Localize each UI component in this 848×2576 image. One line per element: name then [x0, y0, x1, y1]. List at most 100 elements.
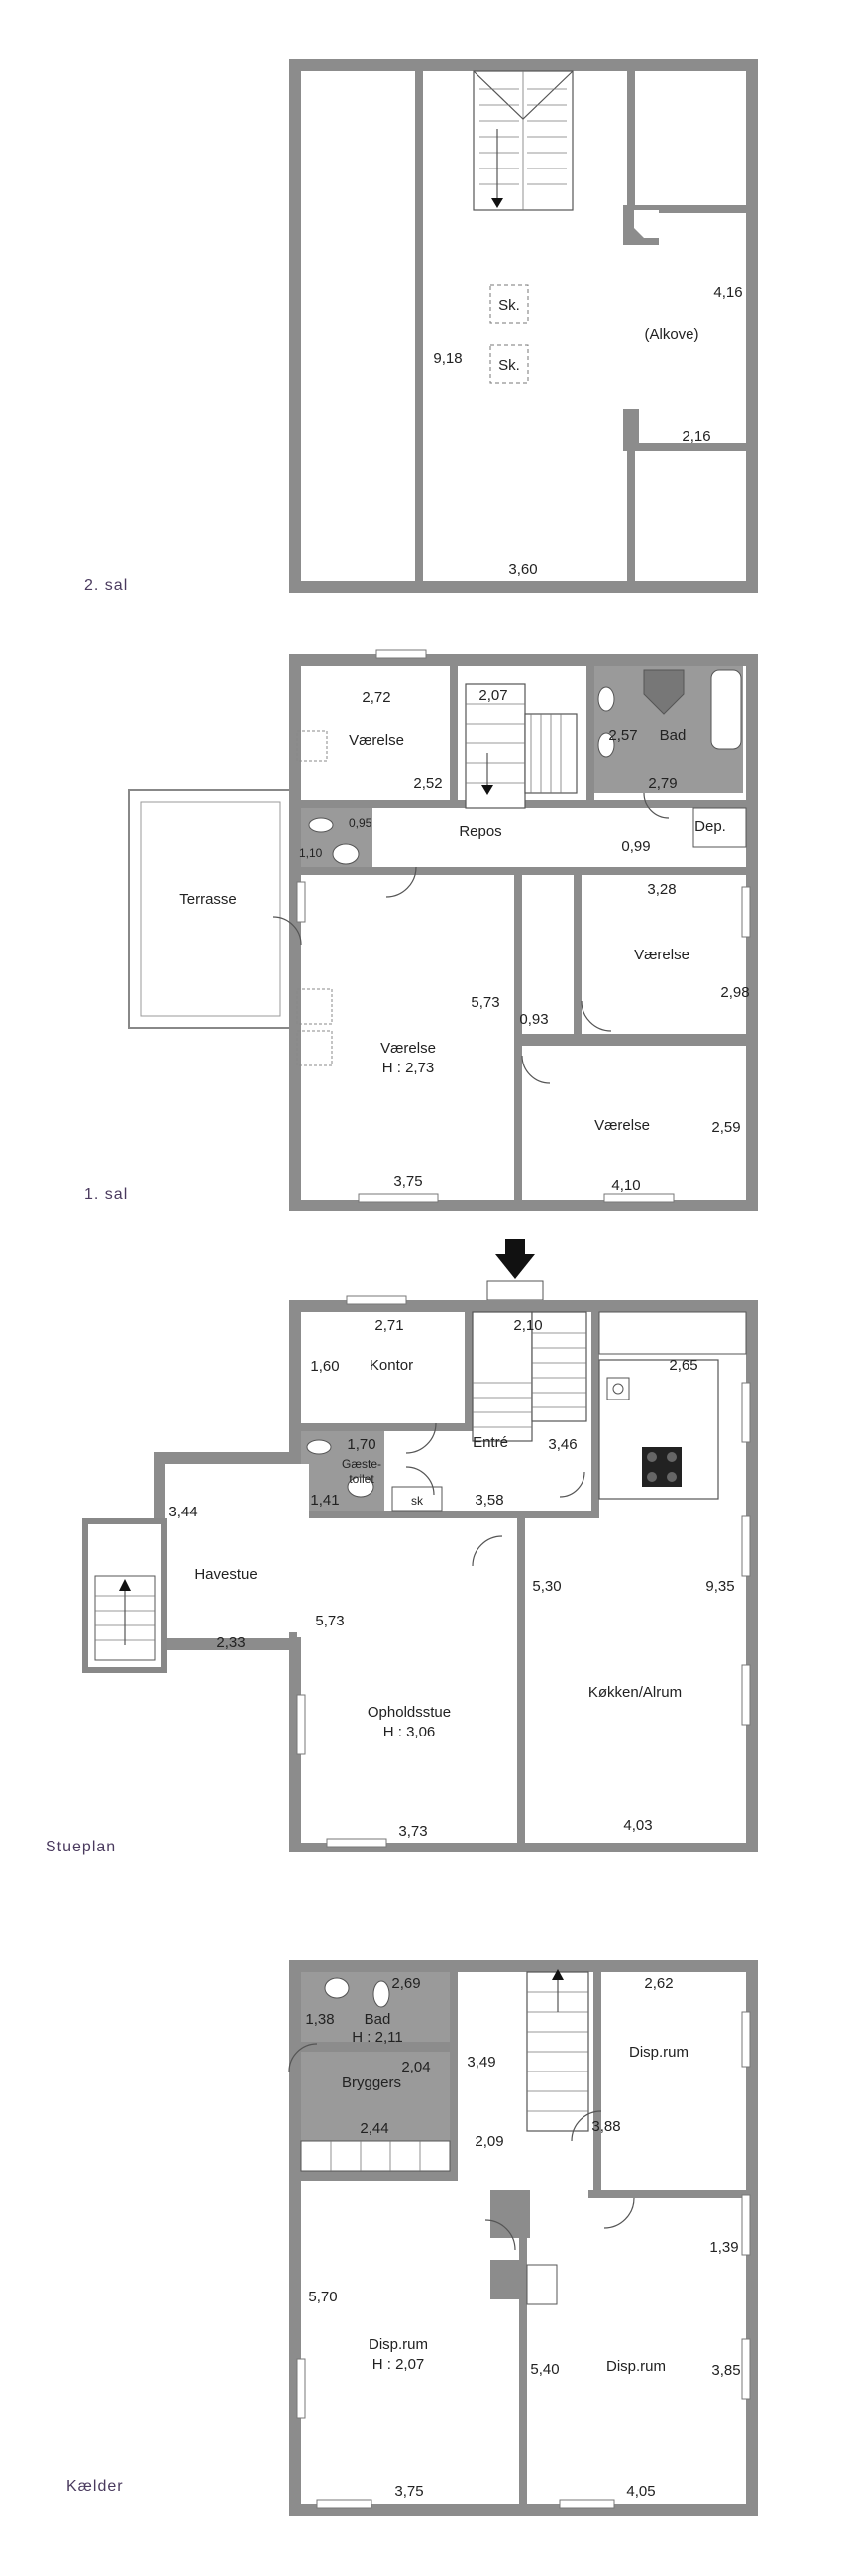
- dimension-label: 1,60: [310, 1358, 339, 1375]
- room-label-terrasse: Terrasse: [179, 891, 237, 908]
- dimension-label: 2,09: [475, 2133, 503, 2150]
- alkove: [627, 213, 746, 443]
- room-label: Værelse: [634, 947, 689, 963]
- dimension-label: 2,59: [711, 1119, 740, 1136]
- dimension-label: 0,95: [349, 816, 372, 830]
- dimension-label: 1,38: [305, 2011, 334, 2028]
- room-label-dep: Dep.: [694, 818, 726, 835]
- dimension-label: 3,44: [168, 1504, 197, 1520]
- dimension-label: 5,70: [308, 2289, 337, 2305]
- dimension-label: 0,99: [621, 839, 650, 855]
- room-kontor: [301, 1312, 465, 1423]
- dimension-label: 1,39: [709, 2239, 738, 2256]
- room-label-entre: Entré: [473, 1434, 508, 1451]
- attic-stair: [473, 70, 574, 211]
- room-label-alkove: (Alkove): [644, 326, 698, 343]
- room-label: Værelse: [380, 1040, 436, 1057]
- dimension-label: 2,65: [669, 1357, 697, 1374]
- room-label-repos: Repos: [459, 823, 501, 840]
- dimension-label: 0,93: [519, 1011, 548, 1028]
- repos-hall: [301, 808, 746, 867]
- room-vaerelse-4: [522, 1046, 746, 1200]
- room-disprum-1: [601, 1972, 746, 2190]
- floor-1-sal: 2,72 2,07 Værelse 2,52 Bad 2,57 2,79 0,9…: [128, 649, 758, 1211]
- skylight-label: Sk.: [498, 357, 520, 374]
- dimension-label: 1,70: [347, 1436, 375, 1453]
- room-label-opholdsstue: Opholdsstue: [368, 1704, 451, 1721]
- dimension-label: 1,41: [310, 1492, 339, 1509]
- room-label-havestue: Havestue: [194, 1566, 257, 1583]
- dimension-label: 4,03: [623, 1817, 652, 1834]
- stove-icon: [642, 1447, 682, 1487]
- dimension-label: 4,10: [611, 1177, 640, 1194]
- ceiling-height-label: H : 2,73: [382, 1060, 435, 1076]
- dimension-label: 2,71: [374, 1317, 403, 1334]
- room-havestue-ext: [165, 1464, 309, 1638]
- room-disprum-3: [527, 2198, 746, 2504]
- dimension-label: 3,49: [467, 2054, 495, 2071]
- room-label: Værelse: [594, 1117, 650, 1134]
- dimension-label: 2,44: [360, 2120, 388, 2137]
- dimension-label: 3,46: [548, 1436, 577, 1453]
- dimension-label: 5,73: [471, 994, 499, 1011]
- stair-1-sal: [465, 683, 578, 809]
- dimension-label: 3,85: [711, 2362, 740, 2379]
- room-label-bad: Bad: [365, 2011, 391, 2028]
- corridor: [522, 875, 574, 1034]
- dimension-label: 3,60: [508, 561, 537, 578]
- room-opholdsstue: [301, 1518, 517, 1843]
- dimension-label: 9,18: [433, 350, 462, 367]
- dimension-label: 3,75: [394, 2483, 423, 2500]
- room-kokken-lower: [525, 1518, 746, 1843]
- stair-stueplan: [472, 1311, 587, 1442]
- room-label-disprum: Disp.rum: [606, 2358, 666, 2375]
- skylight-label: Sk.: [498, 297, 520, 314]
- stair-kaelder: [526, 1969, 589, 2132]
- floor-label-kaelder: Kælder: [66, 2478, 124, 2495]
- dimension-label: 3,75: [393, 1174, 422, 1190]
- room-label: Bad: [660, 728, 687, 744]
- room-vaerelse-1: [301, 666, 450, 800]
- room-label: Værelse: [349, 732, 404, 749]
- room-vaerelse-3: [582, 875, 746, 1034]
- dimension-label: 2,52: [413, 775, 442, 792]
- dimension-label: 2,57: [608, 728, 637, 744]
- dimension-label: 1,10: [299, 846, 323, 860]
- room-disprum-2: [301, 2181, 519, 2504]
- room-label-gaestetoilet: toilet: [349, 1472, 374, 1486]
- dimension-label: 4,05: [626, 2483, 655, 2500]
- attic-bottom-right-room: [635, 451, 746, 581]
- floor-stueplan: 2,71 2,10 2,65 1,60 Kontor Entré 3,46 1,…: [82, 1239, 758, 1852]
- dimension-label: 2,16: [682, 428, 710, 445]
- floor-kaelder: 2,69 1,38 Bad H : 2,11 2,04 Bryggers 2,4…: [288, 1960, 758, 2516]
- dimension-label: 2,33: [216, 1634, 245, 1651]
- room-bryggers: [301, 2052, 450, 2141]
- dimension-label: 2,62: [644, 1975, 673, 1992]
- dimension-label: 2,79: [648, 775, 677, 792]
- room-label-disprum: Disp.rum: [629, 2044, 689, 2061]
- dimension-label: 2,10: [513, 1317, 542, 1334]
- dimension-label: 3,73: [398, 1823, 427, 1840]
- stair-arrow-icon: [491, 198, 503, 208]
- ceiling-height-label: H : 3,06: [383, 1724, 436, 1740]
- dimension-label: 2,98: [720, 984, 749, 1001]
- dimension-label: 3,28: [647, 881, 676, 898]
- dimension-label: 2,04: [401, 2059, 430, 2075]
- room-label-kontor: Kontor: [370, 1357, 413, 1374]
- floor-label-1-sal: 1. sal: [84, 1186, 128, 1203]
- entrance-arrow-icon: [495, 1254, 535, 1279]
- ceiling-height-label: H : 2,07: [372, 2356, 425, 2373]
- room-label-gaestetoilet: Gæste-: [342, 1457, 381, 1471]
- dimension-label: 3,88: [591, 2118, 620, 2135]
- dimension-label: 2,69: [391, 1975, 420, 1992]
- dimension-label: 5,40: [530, 2361, 559, 2378]
- floor-2-sal: Sk. Sk. (Alkove) 9,18 4,16 2,16 3,60: [289, 59, 758, 593]
- dimension-label: 3,58: [475, 1492, 503, 1509]
- ceiling-height-label: H : 2,11: [352, 2029, 402, 2046]
- dimension-label: 5,30: [532, 1578, 561, 1595]
- room-label-disprum: Disp.rum: [369, 2336, 428, 2353]
- stair-arrow-icon: [119, 1579, 131, 1591]
- stair-arrow-icon: [552, 1969, 564, 1980]
- room-vaerelse-2: [301, 875, 514, 1200]
